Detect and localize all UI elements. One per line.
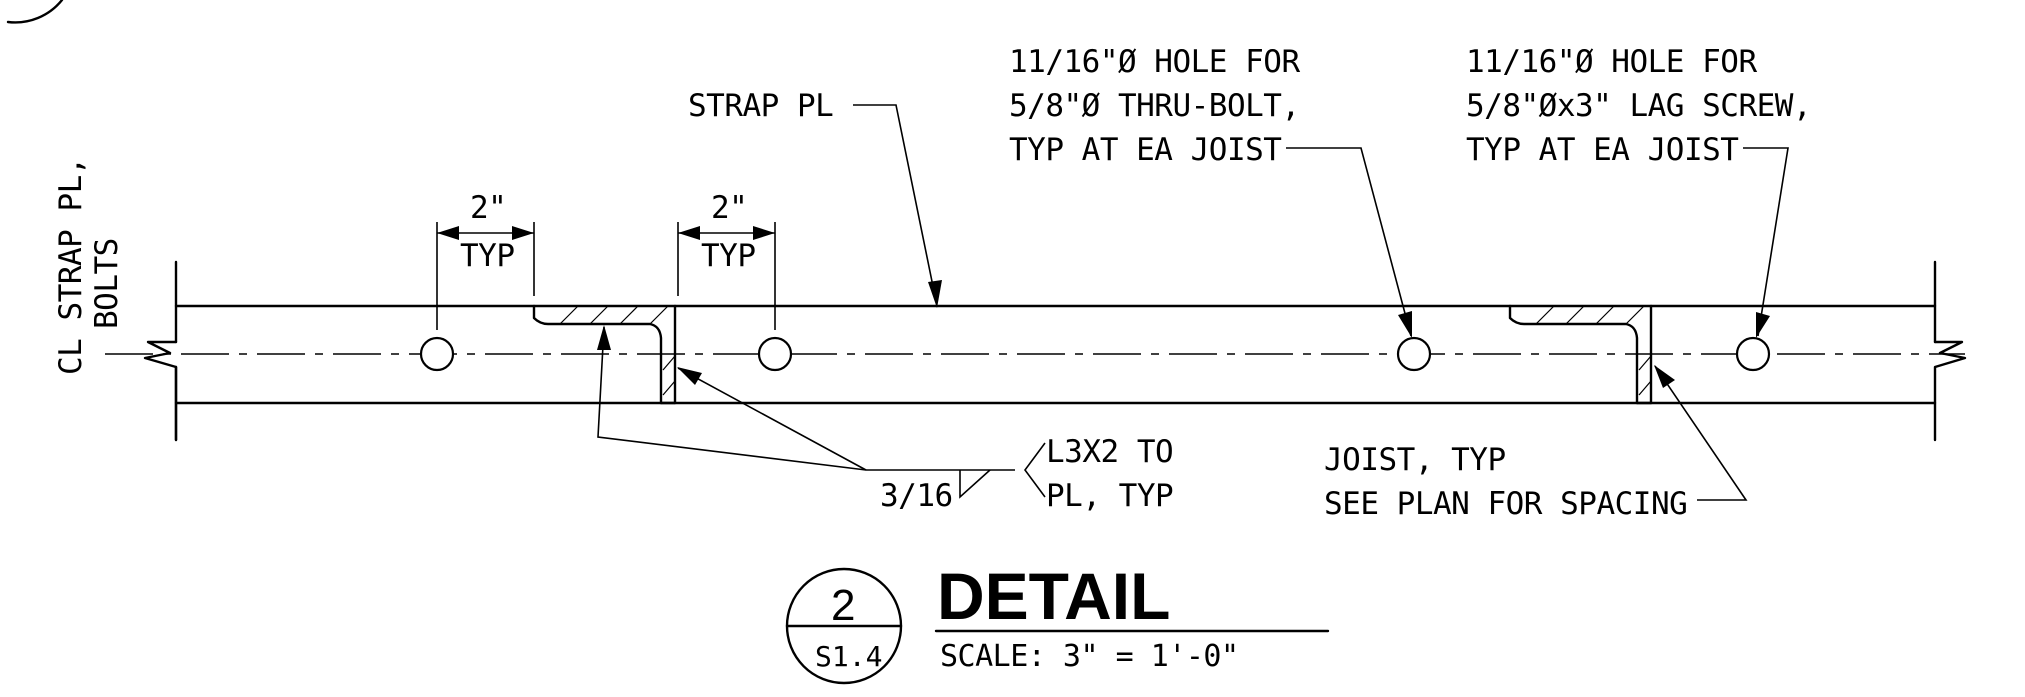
- joist-note-line2: SEE PLAN FOR SPACING: [1324, 486, 1687, 522]
- bolt-hole-3: [1396, 336, 1432, 372]
- weld-note-line1: L3X2 TO: [1046, 434, 1173, 470]
- detail-number: 2: [831, 581, 855, 630]
- detail-title: DETAIL: [937, 559, 1170, 633]
- cl-bolts-label: BOLTS: [89, 238, 125, 329]
- dimension-right: [677, 222, 776, 330]
- lag-screw-hole: [1735, 336, 1771, 372]
- previous-detail-bubble-arc: [6, 0, 64, 24]
- thru-bolt-leader: [1286, 147, 1412, 338]
- joist-leader: [1654, 365, 1748, 501]
- thru-bolt-note-line1: 11/16"Ø HOLE FOR: [1009, 44, 1300, 80]
- angle-right: [1508, 304, 1653, 405]
- lag-screw-note-line3: TYP AT EA JOIST: [1466, 132, 1738, 168]
- break-line-left: [143, 260, 178, 442]
- cl-strap-label: CL STRAP PL,: [53, 157, 89, 375]
- dimension-left-typ: TYP: [460, 238, 515, 274]
- thru-bolt-note-line3: TYP AT EA JOIST: [1009, 132, 1281, 168]
- scale-text: SCALE: 3" = 1'-0": [940, 639, 1239, 674]
- weld-size: 3/16: [880, 478, 953, 514]
- dimension-left-value: 2": [470, 190, 506, 226]
- lag-screw-note-line1: 11/16"Ø HOLE FOR: [1466, 44, 1757, 80]
- detail-bubble: [785, 567, 903, 685]
- thru-bolt-note-line2: 5/8"Ø THRU-BOLT,: [1009, 88, 1300, 124]
- weld-leaders: [597, 325, 1046, 499]
- bolt-hole-1: [419, 336, 455, 372]
- sheet-number: S1.4: [815, 640, 882, 673]
- strap-pl-leader: [853, 104, 942, 308]
- joist-note-line1: JOIST, TYP: [1324, 442, 1506, 478]
- dimension-left: [436, 222, 535, 330]
- bolt-hole-2: [757, 336, 793, 372]
- lag-screw-leader: [1743, 147, 1789, 338]
- break-line-right: [1933, 260, 1967, 442]
- dimension-right-value: 2": [711, 190, 747, 226]
- lag-screw-note-line2: 5/8"Øx3" LAG SCREW,: [1466, 88, 1811, 124]
- angle-left: [532, 304, 677, 405]
- strap-pl-label: STRAP PL: [688, 88, 833, 124]
- weld-note-line2: PL, TYP: [1046, 478, 1173, 514]
- dimension-right-typ: TYP: [701, 238, 756, 274]
